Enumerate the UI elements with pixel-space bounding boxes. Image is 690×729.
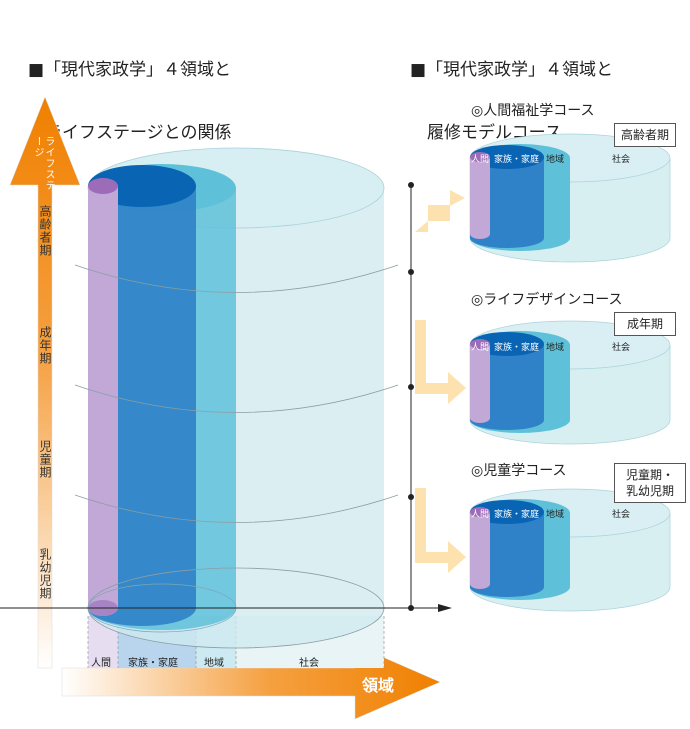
life-stage-arrow xyxy=(9,96,81,669)
course-1-label-region: 地域 xyxy=(546,155,565,165)
course-2-label-family: 家族・家庭 xyxy=(494,343,540,353)
connector-arrow-2 xyxy=(415,320,466,404)
course-1-diagram xyxy=(469,133,671,263)
course-2-title: ◎ライフデザインコース xyxy=(471,292,623,308)
stage-infant: 乳幼児期 xyxy=(38,548,52,600)
course-2-stage: 成年期 xyxy=(614,312,676,336)
course-3-label-region: 地域 xyxy=(546,510,565,520)
domain-family: 家族・家庭 xyxy=(128,658,178,669)
left-title-line2: ライフステージとの関係 xyxy=(28,123,232,143)
course-3-stage: 児童期・ 乳幼児期 xyxy=(614,463,686,503)
right-title-line1: ■「現代家政学」４領域と xyxy=(410,60,614,80)
course-3-label-society: 社会 xyxy=(612,510,631,520)
course-2-label-society: 社会 xyxy=(612,343,631,353)
stage-adult: 成年期 xyxy=(38,326,52,365)
course-1-stage: 高齢者期 xyxy=(614,123,677,147)
connector-arrow-1 xyxy=(415,190,465,232)
domain-society: 社会 xyxy=(299,658,319,669)
course-1-label-human: 人間 xyxy=(471,155,490,165)
left-title: ■「現代家政学」４領域と ライフステージとの関係 xyxy=(28,18,232,165)
course-3-label-family: 家族・家庭 xyxy=(494,510,540,520)
course-3-title: ◎児童学コース xyxy=(471,463,567,479)
course-2-label-region: 地域 xyxy=(546,343,565,353)
domain-human: 人間 xyxy=(91,658,111,669)
left-title-line1: ■「現代家政学」４領域と xyxy=(28,60,232,80)
connector-arrow-3 xyxy=(415,488,466,573)
course-2-diagram xyxy=(469,320,671,445)
domain-axis-label: 領域 xyxy=(362,676,395,695)
course-1-label-society: 社会 xyxy=(612,155,631,165)
life-stage-label: ライフステージ xyxy=(32,136,54,191)
course-1-title: ◎人間福祉学コース xyxy=(471,103,595,119)
stage-elderly: 高齢者期 xyxy=(38,205,52,257)
domain-region: 地域 xyxy=(204,658,224,669)
course-3-diagram xyxy=(469,488,671,612)
stage-child: 児童期 xyxy=(38,440,52,479)
course-1-label-family: 家族・家庭 xyxy=(494,155,540,165)
course-3-label-human: 人間 xyxy=(471,510,490,520)
course-2-label-human: 人間 xyxy=(471,343,490,353)
